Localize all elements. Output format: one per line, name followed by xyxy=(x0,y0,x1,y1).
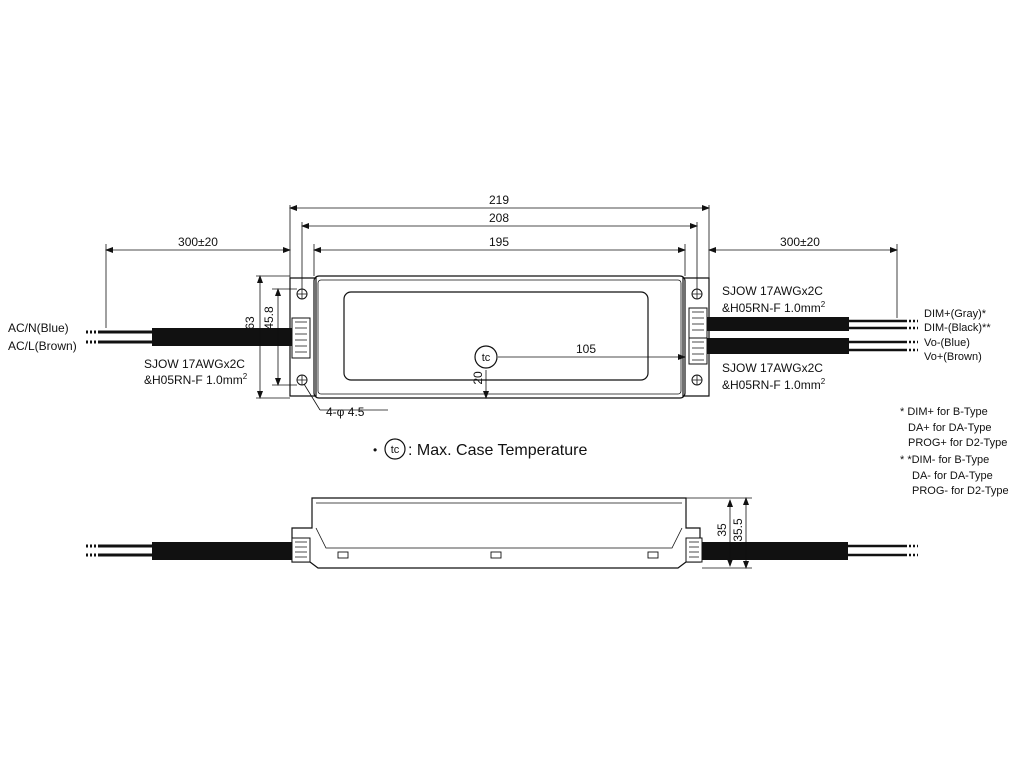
mounting-holes xyxy=(296,288,703,386)
input-n-label: AC/N(Blue) xyxy=(8,321,69,335)
dim-45-8: 45.8 xyxy=(262,306,276,330)
dim-219: 219 xyxy=(489,193,509,207)
right-gland-top-icon xyxy=(688,307,708,339)
tc-symbol-label: tc xyxy=(482,352,491,364)
top-view xyxy=(289,275,710,399)
legend-caption: : Max. Case Temperature xyxy=(408,442,587,459)
note-line: * *DIM- for B-Type xyxy=(900,454,989,466)
input-cable xyxy=(86,328,292,346)
dim-105: 105 xyxy=(576,342,596,356)
cable-labels: SJOW 17AWGx2C &H05RN-F 1.0mm2 SJOW 17AWG… xyxy=(144,284,826,392)
output-cables xyxy=(707,317,918,354)
dim-left-wire: 300±20 xyxy=(178,235,218,249)
side-dimension-labels: 35 35.5 xyxy=(715,518,745,542)
vo-plus-label: Vo+(Brown) xyxy=(924,351,982,363)
input-l-label: AC/L(Brown) xyxy=(8,339,77,353)
label-recess xyxy=(343,291,649,381)
dim-minus-label: DIM-(Black)** xyxy=(924,322,991,334)
note-line: DA+ for DA-Type xyxy=(908,422,991,434)
side-dimension-lines xyxy=(686,497,752,569)
dim-right-wire: 300±20 xyxy=(780,235,820,249)
note-line: DA- for DA-Type xyxy=(912,470,993,482)
right-top-cable-line1: SJOW 17AWGx2C xyxy=(722,284,823,298)
legend-tc-icon xyxy=(384,438,406,460)
legend-tc-symbol: tc xyxy=(391,444,400,456)
side-slot-icon xyxy=(490,551,502,559)
left-cable-line1: SJOW 17AWGx2C xyxy=(144,357,245,371)
side-view xyxy=(291,497,701,569)
side-cables xyxy=(86,542,918,560)
note-line: PROG+ for D2-Type xyxy=(908,437,1007,449)
tc-symbol-icon xyxy=(474,345,498,369)
dim-20: 20 xyxy=(471,371,485,385)
dim-35: 35 xyxy=(715,523,729,537)
right-top-cable-line2: &H05RN-F 1.0mm2 xyxy=(722,300,826,315)
dimension-lines xyxy=(105,205,898,411)
tc-legend: • tc : Max. Case Temperature xyxy=(373,438,587,460)
dimension-labels: 219 208 195 300±20 300±20 63 45.8 105 20… xyxy=(178,193,820,419)
cable-glands-top xyxy=(291,307,708,365)
dim-35-5: 35.5 xyxy=(731,518,745,542)
dim-63: 63 xyxy=(243,316,257,330)
tc-marker: tc xyxy=(474,345,498,369)
side-glands xyxy=(291,537,703,563)
dim-plus-label: DIM+(Gray)* xyxy=(924,308,987,320)
right-bottom-cable-line1: SJOW 17AWGx2C xyxy=(722,361,823,375)
vo-minus-label: Vo-(Blue) xyxy=(924,337,970,349)
wire-labels: AC/N(Blue) AC/L(Brown) DIM+(Gray)* DIM-(… xyxy=(8,308,991,363)
note-line: * DIM+ for B-Type xyxy=(900,406,988,418)
housing-inner-edge xyxy=(317,279,682,395)
side-housing xyxy=(291,497,701,569)
right-bottom-cable-line2: &H05RN-F 1.0mm2 xyxy=(722,377,826,392)
left-cable-line2: &H05RN-F 1.0mm2 xyxy=(144,372,248,387)
side-left-gland-icon xyxy=(291,537,311,563)
housing-body xyxy=(313,275,686,399)
type-notes: * DIM+ for B-Type DA+ for DA-Type PROG+ … xyxy=(900,406,1009,497)
note-line: PROG- for D2-Type xyxy=(912,485,1009,497)
dim-208: 208 xyxy=(489,211,509,225)
hole-callout: 4-φ 4.5 xyxy=(326,405,365,419)
side-slot-icon xyxy=(337,551,349,559)
legend-bullet: • xyxy=(373,443,377,457)
side-slot-icon xyxy=(647,551,659,559)
dim-195: 195 xyxy=(489,235,509,249)
side-right-gland-icon xyxy=(685,537,703,563)
